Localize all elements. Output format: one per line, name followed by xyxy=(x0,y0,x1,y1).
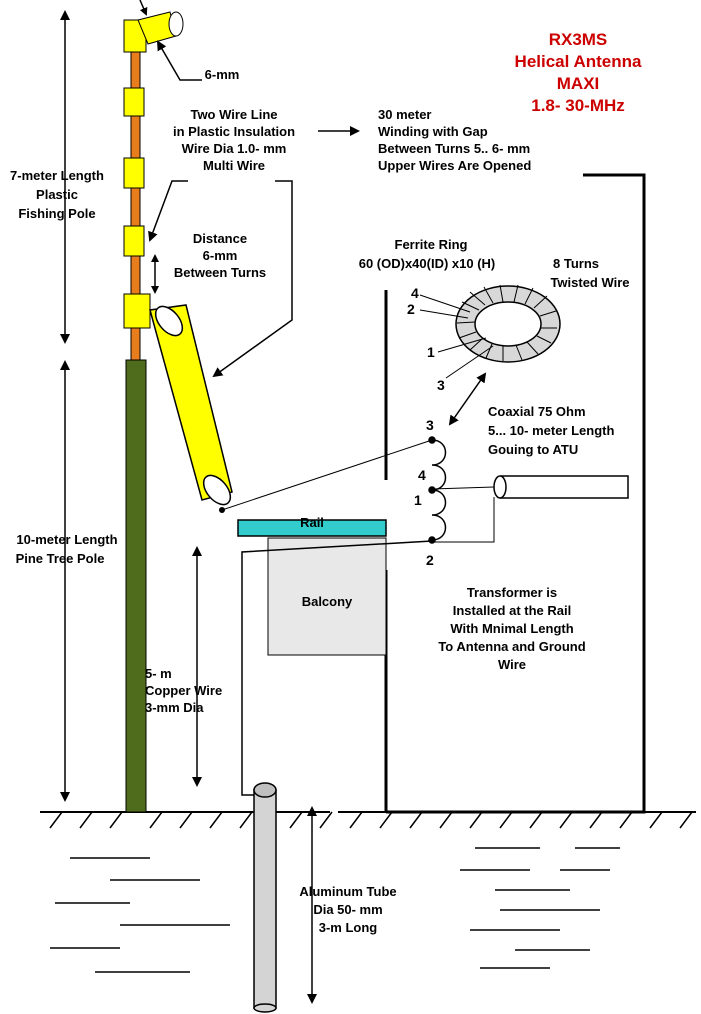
svg-text:5- m: 5- m xyxy=(145,666,172,681)
title-line-4: 1.8- 30-MHz xyxy=(531,96,625,115)
two-wire-feedline xyxy=(149,304,233,506)
ferrite-pin-3: 3 xyxy=(437,377,445,393)
svg-text:Installed at the Rail: Installed at the Rail xyxy=(453,603,571,618)
top-wire-end xyxy=(137,11,184,45)
svg-text:Transformer is: Transformer is xyxy=(467,585,557,600)
svg-text:Aluminum Tube: Aluminum Tube xyxy=(299,884,396,899)
svg-text:5... 10- meter Length: 5... 10- meter Length xyxy=(488,423,614,438)
svg-text:in Plastic Insulation: in Plastic Insulation xyxy=(173,124,295,139)
svg-text:10-meter Length: 10-meter Length xyxy=(16,532,117,547)
svg-text:Wire: Wire xyxy=(498,657,526,672)
feed-point xyxy=(219,507,225,513)
aluminum-tube xyxy=(253,782,277,1013)
label-winding: 30 meter Winding with Gap Between Turns … xyxy=(378,107,531,173)
ferrite-pin-1: 1 xyxy=(427,344,435,360)
svg-text:3-m Long: 3-m Long xyxy=(319,920,378,935)
svg-text:Coaxial 75 Ohm: Coaxial 75 Ohm xyxy=(488,404,586,419)
svg-text:Between Turns: Between Turns xyxy=(174,265,266,280)
svg-text:Wire Dia 1.0- mm: Wire Dia 1.0- mm xyxy=(182,141,287,156)
svg-text:Plastic: Plastic xyxy=(36,187,78,202)
label-turns: 8 Turns Twisted Wire xyxy=(550,256,629,290)
rail xyxy=(237,519,387,537)
svg-text:Pine Tree Pole: Pine Tree Pole xyxy=(16,551,105,566)
label-transformer: Transformer is Installed at the Rail Wit… xyxy=(438,585,585,672)
coil-pin-3: 3 xyxy=(426,417,434,433)
svg-text:Between Turns 5.. 6- mm: Between Turns 5.. 6- mm xyxy=(378,141,530,156)
balcony-label: Balcony xyxy=(302,594,353,609)
ground-wire xyxy=(241,540,433,796)
svg-text:Distance: Distance xyxy=(193,231,247,246)
label-distance: Distance 6-mm Between Turns xyxy=(174,231,266,280)
ferrite-ring xyxy=(455,284,561,363)
svg-text:60 (OD)x40(ID) x10 (H): 60 (OD)x40(ID) x10 (H) xyxy=(359,256,496,271)
svg-text:Copper Wire: Copper Wire xyxy=(145,683,222,698)
svg-text:Multi Wire: Multi Wire xyxy=(203,158,265,173)
feed-wire xyxy=(221,439,433,511)
label-six-mm: 6-mm xyxy=(205,67,240,82)
svg-text:To Antenna and Ground: To Antenna and Ground xyxy=(438,639,585,654)
coax-center-wire xyxy=(431,486,495,490)
ferrite-pin-4: 4 xyxy=(411,285,419,301)
svg-text:Two Wire Line: Two Wire Line xyxy=(190,107,277,122)
title-line-2: Helical Antenna xyxy=(515,52,642,71)
svg-text:3-mm Dia: 3-mm Dia xyxy=(145,700,204,715)
ferrite-pin-2: 2 xyxy=(407,301,415,317)
coax-shield-wire xyxy=(432,497,495,543)
label-coax: Coaxial 75 Ohm 5... 10- meter Length Gou… xyxy=(488,404,614,457)
pine-tree-pole xyxy=(125,359,147,813)
two-wire-bands xyxy=(123,19,151,329)
title-line-3: MAXI xyxy=(557,74,600,93)
label-ferrite: Ferrite Ring 60 (OD)x40(ID) x10 (H) xyxy=(359,237,496,271)
svg-text:Dia 50- mm: Dia 50- mm xyxy=(313,902,382,917)
svg-text:Gouing to ATU: Gouing to ATU xyxy=(488,442,578,457)
svg-text:With Mnimal Length: With Mnimal Length xyxy=(450,621,573,636)
svg-text:Winding with Gap: Winding with Gap xyxy=(378,124,488,139)
svg-text:30 meter: 30 meter xyxy=(378,107,431,122)
svg-text:Fishing Pole: Fishing Pole xyxy=(18,206,95,221)
label-aluminum-tube: Aluminum Tube Dia 50- mm 3-m Long xyxy=(299,884,396,935)
svg-text:Twisted Wire: Twisted Wire xyxy=(550,275,629,290)
coil-pin-4: 4 xyxy=(418,467,426,483)
rail-label: Rail xyxy=(300,515,324,530)
transformer-coil xyxy=(428,436,447,544)
svg-text:6-mm: 6-mm xyxy=(203,248,238,263)
title-line-1: RX3MS xyxy=(549,30,608,49)
balcony xyxy=(267,537,387,656)
title-block: RX3MS Helical Antenna MAXI 1.8- 30-MHz xyxy=(515,30,642,115)
label-copper-wire: 5- m Copper Wire 3-mm Dia xyxy=(145,666,222,715)
svg-text:7-meter Length: 7-meter Length xyxy=(10,168,104,183)
svg-text:8 Turns: 8 Turns xyxy=(553,256,599,271)
label-pine-pole: 10-meter Length Pine Tree Pole xyxy=(16,532,118,566)
label-two-wire-line: Two Wire Line in Plastic Insulation Wire… xyxy=(173,107,295,173)
svg-text:Ferrite Ring: Ferrite Ring xyxy=(395,237,468,252)
coil-pin-2: 2 xyxy=(426,552,434,568)
label-fishing-pole: 7-meter Length Plastic Fishing Pole xyxy=(10,168,104,221)
coax-cable xyxy=(493,475,629,499)
arrows xyxy=(60,0,487,1004)
coil-pin-1: 1 xyxy=(414,492,422,508)
svg-text:Upper Wires Are Opened: Upper Wires Are Opened xyxy=(378,158,531,173)
